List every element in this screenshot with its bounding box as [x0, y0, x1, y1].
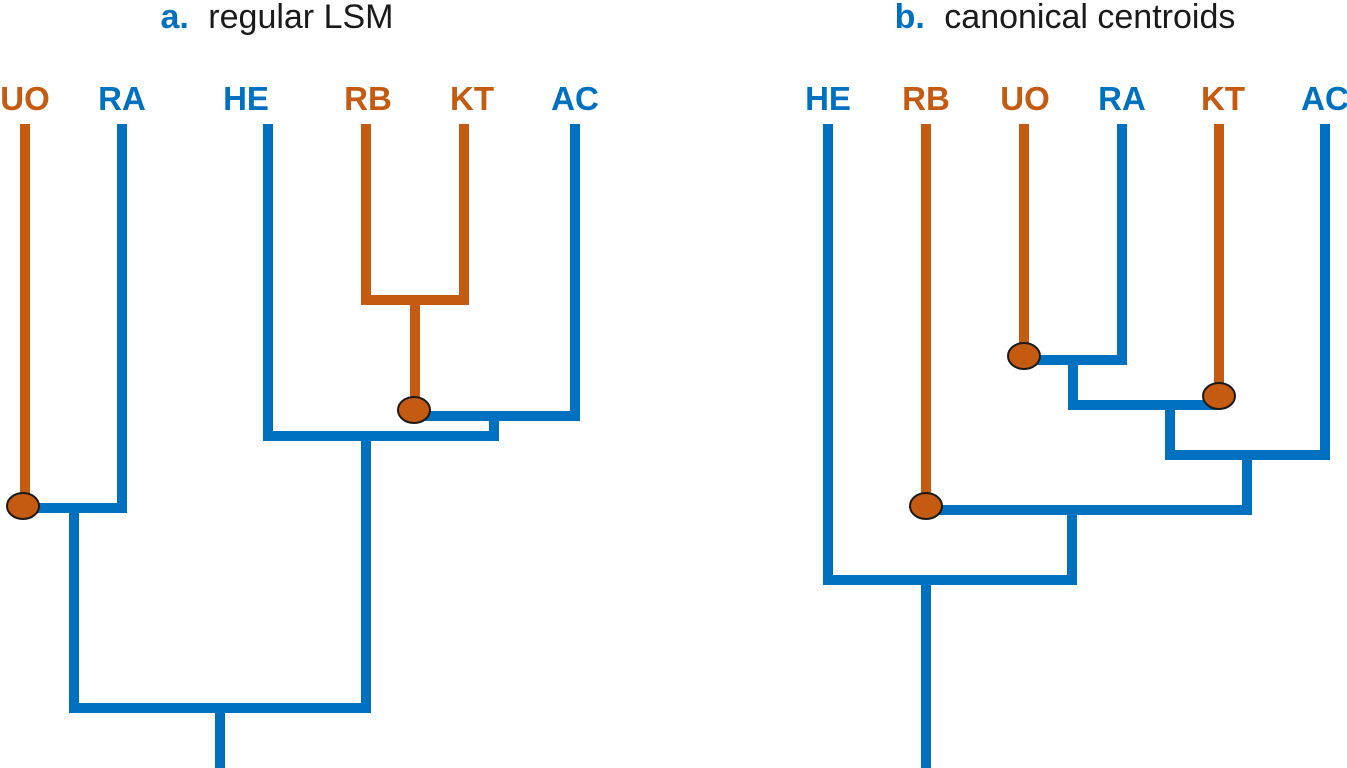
panel-a-title-text: regular LSM — [208, 0, 393, 36]
branch-rb-join — [927, 455, 1252, 515]
panel-a-orange-branches — [20, 124, 469, 505]
leaf-label-he: HE — [223, 80, 269, 117]
node-uo — [1007, 342, 1041, 370]
panel-a-title: a. regular LSM — [160, 0, 393, 36]
leaf-label-ac: AC — [551, 80, 599, 117]
leaf-label-rb: RB — [344, 80, 392, 117]
panel-b-title: b. canonical centroids — [895, 0, 1236, 36]
leaf-label-kt: KT — [450, 80, 494, 117]
panel-b-letter: b. — [895, 0, 925, 36]
branch-he — [263, 124, 499, 441]
leaf-label-uo: UO — [1000, 80, 1050, 117]
leaf-label-kt: KT — [1201, 80, 1245, 117]
leaf-label-ra: RA — [98, 80, 146, 117]
panel-a: a. regular LSM UO RA HE RB KT AC — [0, 0, 599, 768]
branch-ra — [1025, 124, 1127, 365]
branch-uo-ra-stem — [1068, 360, 1217, 410]
leaf-label-rb: RB — [902, 80, 950, 117]
panel-a-blue-branches — [25, 124, 580, 768]
panel-b-orange-branches — [921, 124, 1224, 506]
node-rb-kt — [397, 396, 431, 424]
leaf-label-he: HE — [805, 80, 851, 117]
leaf-label-ac: AC — [1301, 80, 1347, 117]
leaf-label-uo: UO — [0, 80, 50, 117]
panel-b-title-text: canonical centroids — [944, 0, 1235, 36]
node-kt — [1202, 382, 1236, 410]
panel-b: b. canonical centroids HE RB UO RA KT AC — [805, 0, 1347, 768]
panel-b-nodes — [909, 342, 1236, 520]
panel-a-letter: a. — [160, 0, 188, 36]
branch-ac — [413, 124, 580, 421]
leaf-label-ra: RA — [1098, 80, 1146, 117]
panel-a-nodes — [6, 396, 431, 520]
panel-b-blue-branches — [823, 124, 1330, 768]
node-uo — [6, 492, 40, 520]
branch-he — [823, 124, 1077, 585]
branch-rb-kt — [361, 124, 469, 305]
branch-ra — [25, 124, 127, 513]
node-rb — [909, 492, 943, 520]
